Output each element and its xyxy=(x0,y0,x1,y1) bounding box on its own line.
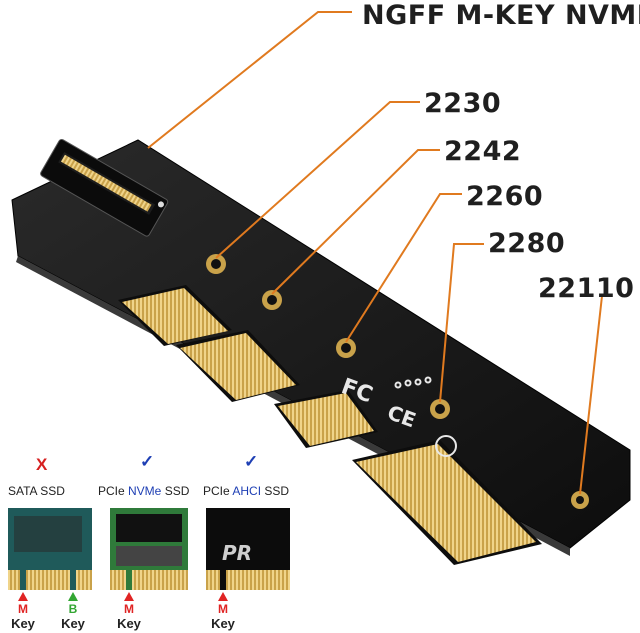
callout-label-2260: 2260 xyxy=(466,181,544,212)
ssd-ahci-photo: PR xyxy=(206,508,290,590)
pcie-edge-connector xyxy=(118,285,542,565)
key-label-nvme-m: M Key xyxy=(114,592,144,631)
m2-socket xyxy=(40,138,169,237)
key-label-ahci-m: M Key xyxy=(208,592,238,631)
mount-holes xyxy=(206,254,589,509)
callout-label-22110: 22110 xyxy=(538,273,635,304)
callout-label-2280: 2280 xyxy=(488,228,566,259)
arrow-up-icon xyxy=(114,592,144,602)
ssd-type-nvme: PCIe NVMe SSD xyxy=(98,484,190,498)
callout-label-2230: 2230 xyxy=(424,88,502,119)
ssd-type-sata: SATA SSD xyxy=(8,484,65,498)
callout-lines xyxy=(147,11,603,495)
ssd-type-ahci: PCIe AHCI SSD xyxy=(203,484,290,498)
callout-label-2242: 2242 xyxy=(444,136,522,167)
ahci-compatible-mark: ✓ xyxy=(244,452,259,471)
nvme-compatible-mark: ✓ xyxy=(140,452,155,471)
key-label-sata-m: M Key xyxy=(8,592,38,631)
arrow-up-icon xyxy=(8,592,38,602)
arrow-up-icon xyxy=(58,592,88,602)
svg-text:PR: PR xyxy=(222,541,252,565)
key-label-sata-b: B Key xyxy=(58,592,88,631)
ssd-sata-photo xyxy=(8,508,92,590)
arrow-up-icon xyxy=(208,592,238,602)
sata-incompatible-mark: X xyxy=(36,455,48,474)
callout-label-interface: NGFF M-KEY NVME xyxy=(362,0,640,31)
ssd-nvme-photo xyxy=(110,508,188,590)
